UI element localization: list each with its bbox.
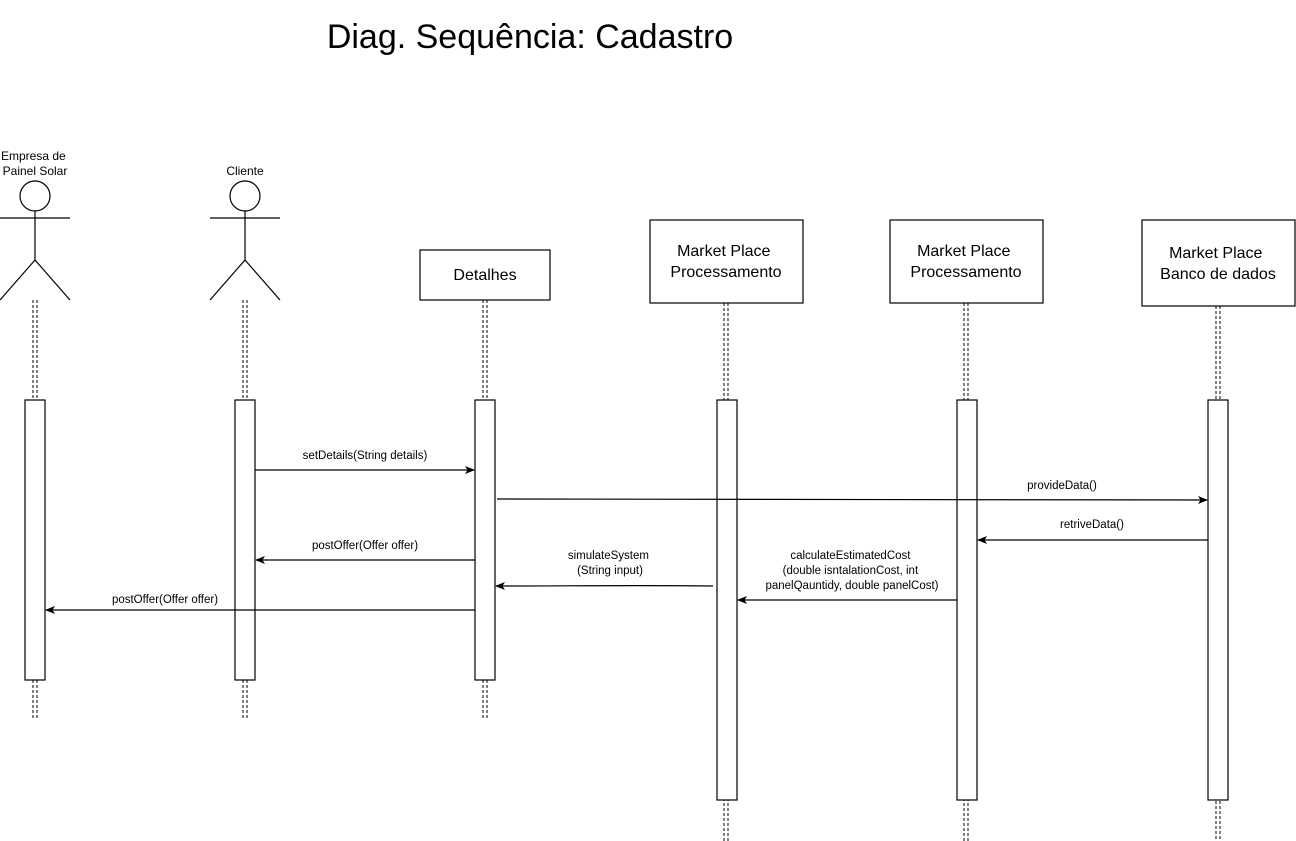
participant-detalhes-label: Detalhes xyxy=(453,267,516,284)
participant-banco-label: Market Place Banco de dados xyxy=(1160,245,1276,283)
participant-processamento-1: Market Place Processamento xyxy=(649,219,804,304)
message-label-setdetails: setDetails(String details) xyxy=(303,450,428,462)
participant-processamento-1-label: Market Place Processamento xyxy=(670,243,781,281)
activation-empresa xyxy=(24,399,46,681)
actor-cliente xyxy=(209,180,281,301)
message-label-retrivedata: retriveData() xyxy=(1060,519,1124,531)
activation-processamento-1 xyxy=(716,399,738,801)
activation-cliente xyxy=(234,399,256,681)
actor-empresa xyxy=(0,180,71,301)
actor-empresa-label: Empresa de Painel Solar xyxy=(1,149,69,178)
participant-processamento-2: Market Place Processamento xyxy=(889,219,1044,304)
message-label-calculateestimatedcost: calculateEstimatedCost (double isntalati… xyxy=(765,550,938,592)
actor-head xyxy=(19,180,51,212)
messages xyxy=(45,466,1208,614)
message-label-providedata: provideData() xyxy=(1027,480,1097,492)
actor-head xyxy=(229,180,261,212)
activation-banco xyxy=(1207,399,1229,801)
participant-detalhes: Detalhes xyxy=(419,249,551,301)
message-label-postoffer-cliente: postOffer(Offer offer) xyxy=(312,540,418,552)
participant-processamento-2-label: Market Place Processamento xyxy=(910,243,1021,281)
diagram-title: Diag. Sequência: Cadastro xyxy=(327,18,733,56)
activation-detalhes xyxy=(474,399,496,681)
message-label-postoffer-empresa: postOffer(Offer offer) xyxy=(112,594,218,606)
message-label-simulatesystem: simulateSystem (String input) xyxy=(568,550,652,577)
actor-cliente-label: Cliente xyxy=(226,164,264,178)
message-arrow-providedata xyxy=(496,495,1208,504)
participant-banco: Market Place Banco de dados xyxy=(1141,219,1296,307)
activation-processamento-2 xyxy=(956,399,978,801)
